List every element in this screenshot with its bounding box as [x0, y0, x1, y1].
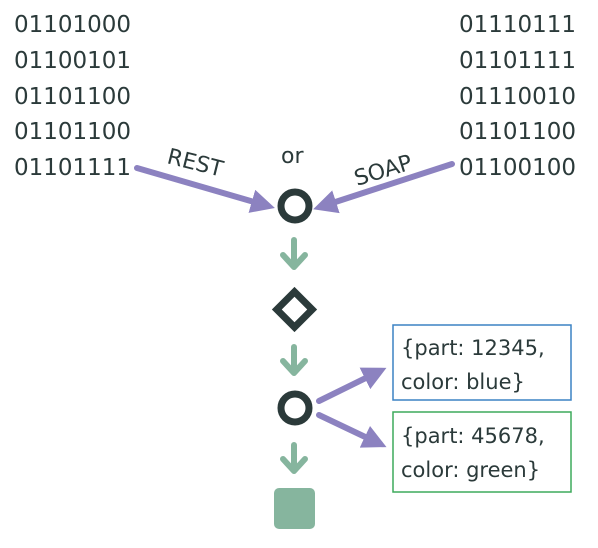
- left-binary-column: 01101000 01100101 01101100 01101100 0110…: [14, 12, 131, 181]
- split-node: [277, 390, 313, 426]
- right-binary-line: 01101111: [459, 48, 576, 74]
- right-binary-line: 01101100: [459, 119, 576, 145]
- sink-node: [274, 488, 315, 529]
- record-box-blue: {part: 12345, color: blue}: [392, 324, 572, 401]
- left-binary-line: 01100101: [14, 48, 131, 74]
- right-binary-line: 01110010: [459, 84, 576, 110]
- flow-arrow-icon: [280, 442, 308, 474]
- or-label: or: [281, 144, 304, 169]
- rest-arrow: [134, 165, 275, 213]
- decision-node: [271, 286, 318, 333]
- record-line: color: green}: [401, 458, 540, 482]
- flow-arrow-icon: [280, 237, 308, 270]
- output-arrow-lower: [316, 412, 387, 448]
- soap-arrow: [313, 161, 455, 214]
- record-box-green: {part: 45678, color: green}: [392, 411, 572, 493]
- record-line: color: blue}: [401, 370, 525, 394]
- left-binary-line: 01101100: [14, 119, 131, 145]
- ingest-node: [277, 188, 313, 224]
- left-binary-line: 01101111: [14, 155, 131, 181]
- right-binary-line: 01100100: [459, 155, 576, 181]
- record-line: {part: 12345,: [401, 336, 545, 360]
- output-arrow-upper: [316, 367, 387, 404]
- record-line: {part: 45678,: [401, 424, 545, 448]
- left-binary-line: 01101100: [14, 84, 131, 110]
- left-binary-line: 01101000: [14, 12, 131, 38]
- right-binary-column: 01110111 01101111 01110010 01101100 0110…: [459, 12, 576, 181]
- flow-arrow-icon: [280, 344, 308, 376]
- right-binary-line: 01110111: [459, 12, 576, 38]
